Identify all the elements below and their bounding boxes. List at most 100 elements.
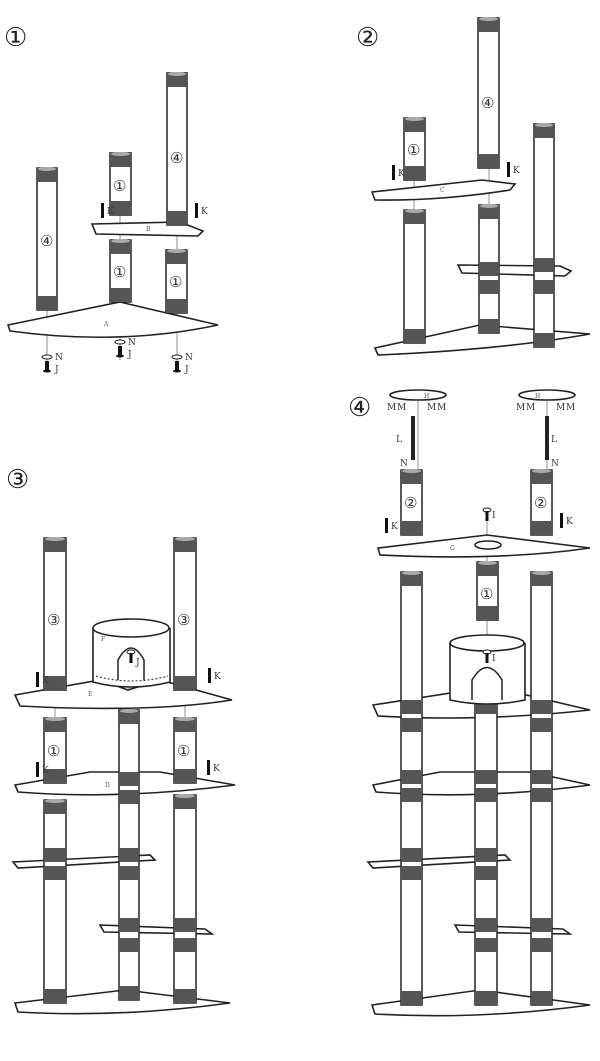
post-cap (174, 718, 196, 732)
post-band (475, 848, 497, 862)
post-cap (37, 296, 57, 310)
post-cap (44, 989, 66, 1003)
post-cap (404, 329, 425, 343)
post (403, 209, 426, 344)
post (109, 152, 132, 216)
post-label: ① (177, 742, 190, 760)
part-m-label: M (437, 403, 446, 413)
post-top (45, 537, 65, 541)
post-cap (479, 319, 499, 333)
part-k-label: K (42, 766, 49, 776)
board-a (6, 301, 219, 339)
part-n-label: N (400, 459, 408, 469)
part-j-label: J (127, 350, 132, 360)
post-body (403, 209, 426, 344)
post (118, 709, 140, 1001)
rod-l (411, 416, 415, 460)
k-bracket (208, 668, 211, 683)
post-body (477, 17, 500, 169)
post-cap (44, 800, 66, 814)
post (173, 794, 197, 1004)
post-band (475, 918, 497, 932)
step-1-number: ① (4, 23, 27, 53)
washer-n (171, 354, 183, 360)
post-cap (478, 154, 499, 168)
post-cap (477, 606, 498, 620)
post-top (478, 561, 497, 565)
post-label: ④ (170, 149, 183, 167)
hardware (92, 389, 576, 705)
post-cap (119, 710, 139, 724)
post (43, 717, 67, 784)
part-m-label: M (387, 403, 396, 413)
k-bracket (36, 762, 39, 777)
post-top (120, 709, 138, 713)
post-body (533, 123, 555, 348)
post-cap (167, 211, 187, 225)
post-band (401, 788, 422, 802)
post-cap (174, 676, 196, 690)
part-k-label: K (513, 166, 520, 176)
post-top (175, 537, 195, 541)
post-cap (37, 168, 57, 182)
part-k-label: K (42, 676, 49, 686)
post-label: ② (534, 494, 547, 512)
screw-i (485, 653, 489, 663)
post (530, 571, 553, 1006)
part-g-label: G (450, 545, 455, 552)
part-j-label: J (54, 365, 59, 375)
part-l-label: L (551, 435, 557, 445)
part-h-label: H (424, 393, 429, 400)
post-cap (174, 795, 196, 809)
part-k-label: K (566, 517, 573, 527)
post-cap (401, 572, 422, 586)
post-band (531, 788, 552, 802)
post (165, 249, 188, 314)
post-band (119, 772, 139, 786)
post-cap (401, 521, 422, 535)
post-band (119, 866, 139, 880)
k-bracket (101, 203, 104, 218)
post (403, 117, 426, 181)
post-top (532, 571, 551, 575)
part-j-label: J (135, 658, 140, 668)
post-cap (174, 769, 196, 783)
post (43, 799, 67, 1004)
post-top (38, 167, 56, 171)
part-i-label: I (492, 511, 496, 521)
part-f-label: F (101, 636, 105, 643)
post-cap (478, 18, 499, 32)
part-n-label: N (185, 353, 193, 363)
post-cap (44, 769, 66, 783)
post-cap (531, 470, 552, 484)
step-4-number: ④ (348, 393, 371, 423)
post (533, 123, 555, 348)
post-top (175, 794, 195, 798)
post (173, 717, 197, 784)
post-cap (44, 676, 66, 690)
post-body (173, 794, 197, 1004)
post (476, 561, 499, 621)
bolt-head (43, 369, 51, 373)
part-k-label: K (213, 764, 220, 774)
post-cap (174, 538, 196, 552)
board-g-hole (474, 540, 502, 550)
part-e-label: E (88, 691, 92, 698)
post-cap (110, 288, 131, 302)
post-label: ④ (40, 232, 53, 250)
post-cap (44, 538, 66, 552)
k-bracket (195, 203, 198, 218)
platform-h (389, 389, 447, 401)
shelves (6, 179, 591, 1017)
step-3-number: ③ (6, 465, 29, 495)
post-cap (475, 991, 497, 1005)
k-bracket (207, 760, 210, 775)
platform-h (518, 389, 576, 401)
screw-i (129, 653, 133, 663)
k-bracket (385, 518, 388, 533)
post-cap (404, 118, 425, 132)
post-label: ③ (47, 611, 60, 629)
post-band (44, 848, 66, 862)
